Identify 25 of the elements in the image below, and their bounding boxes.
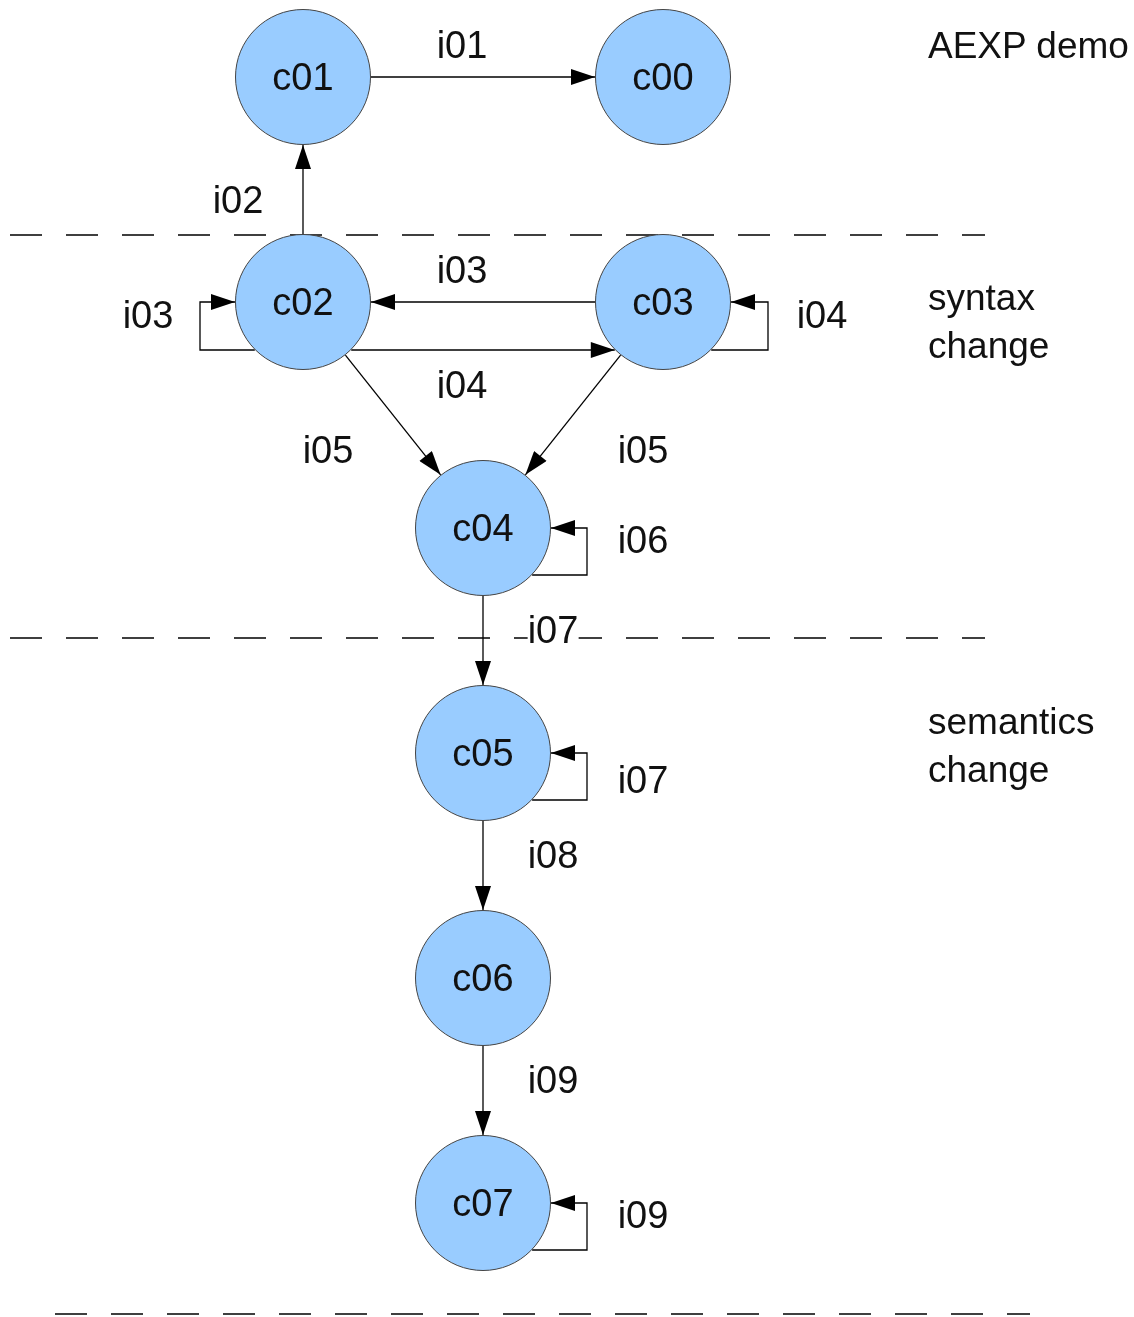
arrow bbox=[531, 520, 588, 576]
section-label: syntax change bbox=[928, 276, 1051, 369]
state-name: c04 bbox=[452, 506, 514, 550]
arrow bbox=[370, 69, 596, 85]
arrow bbox=[344, 354, 442, 476]
arrow bbox=[475, 820, 491, 911]
state-name: c05 bbox=[452, 731, 514, 775]
arrow bbox=[199, 294, 256, 351]
state-name: c01 bbox=[272, 55, 334, 99]
arrow bbox=[295, 144, 311, 235]
arrow bbox=[475, 1045, 491, 1136]
arrow bbox=[524, 354, 622, 476]
arrow bbox=[531, 745, 588, 801]
arrow bbox=[531, 1195, 588, 1251]
section-label: semantics change bbox=[928, 700, 1096, 793]
state-name: c07 bbox=[452, 1181, 514, 1225]
state-name: c00 bbox=[632, 55, 694, 99]
arrow bbox=[710, 294, 769, 351]
state-name: c02 bbox=[272, 280, 334, 324]
state-name: c06 bbox=[452, 956, 514, 1000]
section-label: AEXP demo bbox=[928, 24, 1130, 68]
arrow bbox=[475, 595, 491, 686]
arrow bbox=[350, 342, 616, 358]
arrow bbox=[370, 294, 596, 310]
state-name: c03 bbox=[632, 280, 694, 324]
